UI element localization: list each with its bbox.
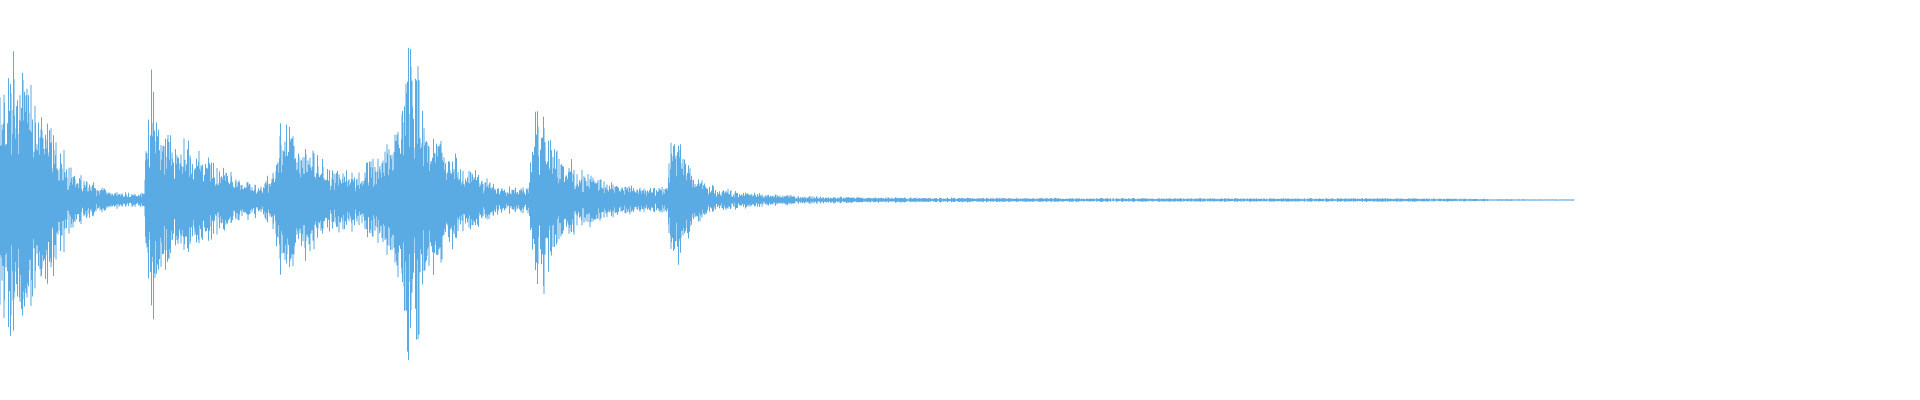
waveform-trace xyxy=(0,47,1575,361)
